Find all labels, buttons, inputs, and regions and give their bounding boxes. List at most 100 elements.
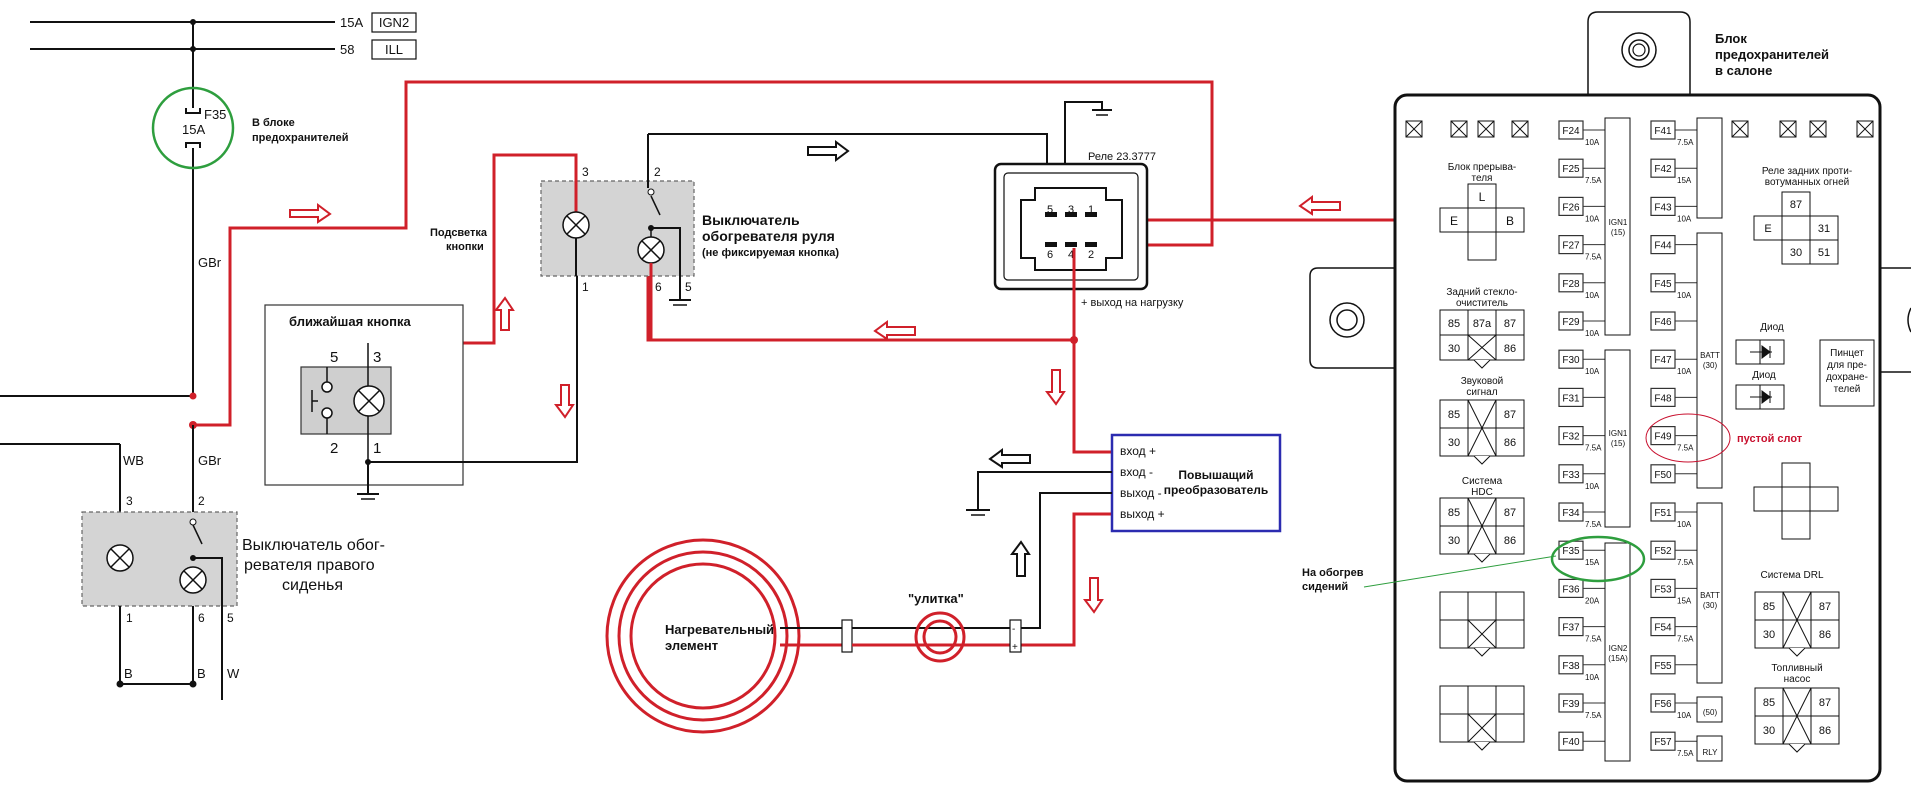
fuse-name: F30 <box>1562 355 1580 366</box>
fuse-name: F31 <box>1562 393 1580 404</box>
seat-title-line1: Выключатель обог- <box>242 537 385 554</box>
fuse-name: F33 <box>1562 470 1580 481</box>
fb-title-line1: Блок <box>1715 31 1747 46</box>
fuse-rating: 7.5A <box>1585 711 1602 720</box>
ill-num: 58 <box>340 42 354 57</box>
bus-batt-bot-l2: (30) <box>1703 601 1718 610</box>
fuse-rating: 7.5A <box>1677 635 1694 644</box>
fuse-name: F46 <box>1654 317 1672 328</box>
drl-label: Система DRL <box>1760 570 1823 581</box>
left-fuse-f38: F38 10A <box>1558 655 1605 682</box>
bus-ign1-mid-l1: IGN1 <box>1609 429 1628 438</box>
fuse-rating: 7.5A <box>1677 749 1694 758</box>
fuse-rating: 7.5A <box>1585 635 1602 644</box>
fuse-name: F48 <box>1654 393 1672 404</box>
fuse-rating: 15A <box>1677 176 1692 185</box>
fuel-p85: 85 <box>1763 697 1775 709</box>
wire-gbr-bottom: GBr <box>198 453 222 468</box>
breaker-L: L <box>1479 190 1486 204</box>
fuse-rating: 7.5A <box>1585 176 1602 185</box>
fuse-rating: 10A <box>1585 673 1600 682</box>
relay-pin-bot-2: 2 <box>1088 249 1094 261</box>
fuel-p87: 87 <box>1819 697 1831 709</box>
fuse-rating: 10A <box>1677 214 1692 223</box>
bus-batt-top-l2: (30) <box>1703 361 1718 370</box>
left-fuse-f40: F40 <box>1558 731 1605 751</box>
fuse-name: F40 <box>1562 737 1580 748</box>
fuel-p30: 30 <box>1763 725 1775 737</box>
right-fuse-f57: F57 7.5A <box>1650 731 1697 758</box>
fuse-name: F38 <box>1562 661 1580 672</box>
fuse-name: F35 <box>1562 546 1580 557</box>
breaker-B: B <box>1506 214 1514 228</box>
relay-pin-bot-6: 6 <box>1047 249 1053 261</box>
left-fuse-f31: F31 <box>1558 387 1605 407</box>
seat-pin5: 5 <box>227 611 234 625</box>
right-fuse-f55: F55 <box>1650 655 1697 675</box>
supply-lines: 15A IGN2 58 ILL <box>30 12 417 60</box>
fuse-name: F29 <box>1562 317 1580 328</box>
wire-gbr-top: GBr <box>198 255 222 270</box>
ill-label: ILL <box>385 42 403 57</box>
ss-p87: 87 <box>1504 409 1516 421</box>
conv-term-in-plus: вход + <box>1120 444 1156 458</box>
ss-p85: 85 <box>1448 409 1460 421</box>
relay-output-label: + выход на нагрузку <box>1081 297 1184 309</box>
fuse-name: F28 <box>1562 279 1580 290</box>
nb-pin5: 5 <box>330 349 338 366</box>
drl-p86: 86 <box>1819 629 1831 641</box>
rw-p85: 85 <box>1448 318 1460 330</box>
tweezers-line2: для пре- <box>1827 360 1867 371</box>
relay-pin-top-1: 1 <box>1088 204 1094 216</box>
seat-pin6: 6 <box>198 611 205 625</box>
fuse-name: F42 <box>1654 164 1672 175</box>
right-fuse-f44: F44 <box>1650 235 1697 255</box>
right-fuse-column: F417.5AF4215AF4310AF44F4510AF46F4710AF48… <box>1650 120 1697 758</box>
fuse-name: F45 <box>1654 279 1672 290</box>
fuse-name: F27 <box>1562 241 1580 252</box>
breaker-E: E <box>1450 214 1458 228</box>
fuse-rating: 10A <box>1585 214 1600 223</box>
rw-p87a: 87a <box>1473 318 1492 330</box>
seat-heat-line1: На обогрев <box>1302 567 1364 579</box>
fuse-name: F36 <box>1562 584 1580 595</box>
fuse-name: F41 <box>1654 126 1672 137</box>
f35-name: F35 <box>204 107 226 122</box>
relay-pin-top-5: 5 <box>1047 204 1053 216</box>
fuse-rating: 10A <box>1677 520 1692 529</box>
step-up-converter: вход + вход - выход - выход + Повышащий … <box>966 433 1282 629</box>
right-fuse-f48: F48 <box>1650 387 1697 407</box>
bus-ign1-top-l2: (15) <box>1611 228 1626 237</box>
conv-title-line1: Повышащий <box>1178 468 1253 482</box>
wire-b-mid: B <box>197 666 206 681</box>
fuel-p86: 86 <box>1819 725 1831 737</box>
rear-wiper-line1: Задний стекло- <box>1446 287 1517 298</box>
hdc-line1: Система <box>1462 476 1503 487</box>
heater-element: - + Нагревательный элемент "улитка" <box>605 538 1022 734</box>
conv-title-line2: преобразователь <box>1164 483 1269 497</box>
fuse-rating: 10A <box>1585 138 1600 147</box>
diode2-label: Диод <box>1752 370 1776 381</box>
fuse-name: F24 <box>1562 126 1580 137</box>
wheel-title-line1: Выключатель <box>702 212 800 228</box>
fuse-name: F57 <box>1654 737 1672 748</box>
drl-p85: 85 <box>1763 601 1775 613</box>
fuse-name: F54 <box>1654 623 1672 634</box>
fuse-rating: 15A <box>1677 596 1692 605</box>
fuse-rating: 10A <box>1585 367 1600 376</box>
